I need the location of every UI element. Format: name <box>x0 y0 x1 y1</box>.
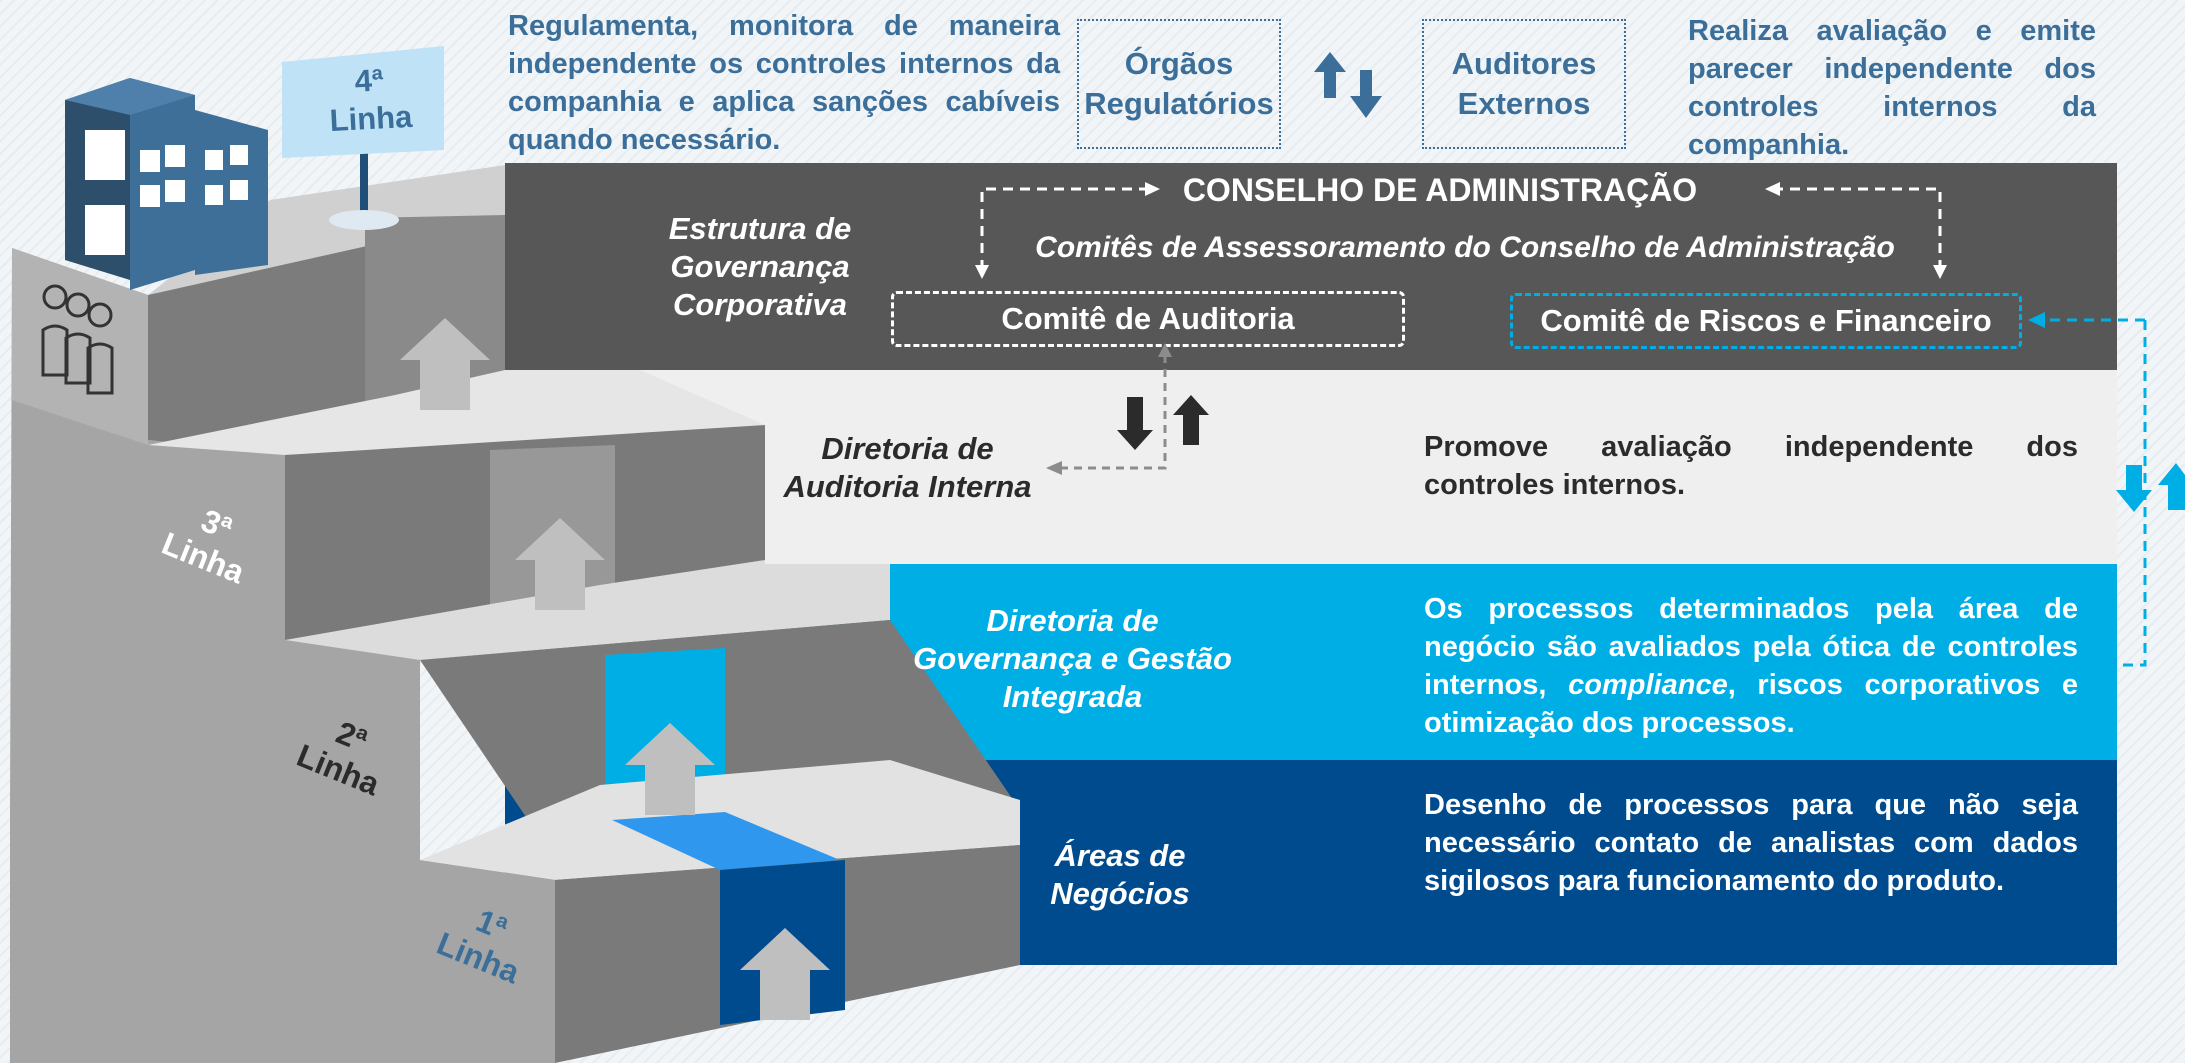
governance-band <box>505 163 2117 370</box>
regulators-box: Órgãos Regulatórios <box>1077 19 1281 149</box>
governance-management-description: Os processos determinados pela área de n… <box>1424 590 2078 742</box>
gov-mgmt-desc-part2: , riscos corporativos e otimização dos p… <box>1424 669 2078 739</box>
line-4-label: 4ª Linha <box>298 58 442 141</box>
people-icon <box>41 284 114 395</box>
audit-committee-box: Comitê de Auditoria <box>891 291 1405 347</box>
up-arrow-line3 <box>515 518 605 610</box>
up-arrow-line2 <box>625 723 715 815</box>
up-arrow-line1 <box>740 928 830 1020</box>
risk-committee-connector <box>2028 312 2185 667</box>
committees-subtitle: Comitês de Assessoramento do Conselho de… <box>1035 231 1895 264</box>
line-4-word: Linha <box>328 98 414 139</box>
governance-label: Estrutura de Governança Corporativa <box>640 210 880 324</box>
step-1-blue-top <box>612 812 840 870</box>
auditors-line2: Externos <box>1457 86 1591 121</box>
auditors-line1: Auditores <box>1451 46 1597 81</box>
gov-mgmt-desc-part1: Os processos determinados pela área de n… <box>1424 593 2078 701</box>
staircase-illustration <box>10 46 1020 1063</box>
step-3-top <box>148 370 765 455</box>
business-areas-label: Áreas de Negócios <box>1020 837 1220 913</box>
auditors-description: Realiza avaliação e emite parecer indepe… <box>1688 15 2096 161</box>
external-auditors-box: Auditores Externos <box>1422 19 1626 149</box>
stairs-side-face <box>10 248 555 1063</box>
business-label-line1: Áreas de <box>1054 838 1186 873</box>
governance-label-line2: Governança <box>670 249 850 284</box>
gov-mgmt-label-line1: Diretoria de <box>986 603 1159 638</box>
risk-committee-box: Comitê de Riscos e Financeiro <box>1510 293 2022 349</box>
gov-mgmt-desc-italic: compliance <box>1568 669 1728 701</box>
internal-audit-label-line1: Diretoria de <box>821 431 994 466</box>
business-areas-description: Desenho de processos para que não seja n… <box>1424 789 2078 897</box>
gov-mgmt-label-line3: Integrada <box>1002 679 1143 714</box>
flag-4-sign <box>282 46 444 158</box>
regulators-line2: Regulatórios <box>1084 86 1274 121</box>
step-2-top <box>285 560 890 660</box>
internal-audit-label: Diretoria de Auditoria Interna <box>770 430 1045 506</box>
regulators-description: Regulamenta, monitora de maneira indepen… <box>508 10 1060 156</box>
board-title: CONSELHO DE ADMINISTRAÇÃO <box>1182 172 1698 208</box>
audit-exchange-arrows-icon <box>1117 395 1209 450</box>
regulators-line1: Órgãos <box>1124 46 1234 81</box>
up-arrow-line4 <box>400 318 490 410</box>
governance-label-line1: Estrutura de <box>668 211 852 246</box>
internal-audit-label-line2: Auditoria Interna <box>783 469 1032 504</box>
governance-label-line3: Corporativa <box>673 287 847 322</box>
flag-pole <box>360 150 368 215</box>
audit-committee-label: Comitê de Auditoria <box>1001 301 1295 336</box>
governance-management-label: Diretoria de Governança e Gestão Integra… <box>890 602 1255 716</box>
governance-connectors <box>975 182 1947 279</box>
internal-audit-description: Promove avaliação independente dos contr… <box>1424 431 2078 501</box>
exchange-arrows-icon <box>1314 52 1382 118</box>
building-icon <box>65 78 268 290</box>
gov-mgmt-label-line2: Governança e Gestão <box>913 641 1232 676</box>
risk-committee-label: Comitê de Riscos e Financeiro <box>1540 303 1992 338</box>
internal-audit-band <box>505 370 2117 564</box>
business-label-line2: Negócios <box>1050 876 1190 911</box>
audit-connector <box>1046 343 1172 475</box>
